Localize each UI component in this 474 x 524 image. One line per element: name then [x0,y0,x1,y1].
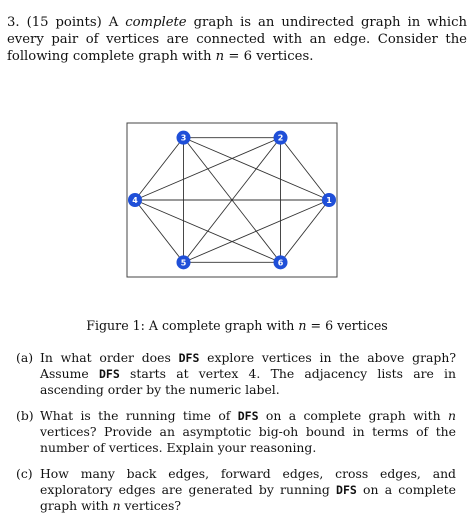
vertex-1: 1 [322,193,336,207]
code-dfs: DFS [178,351,200,365]
edge-1-6 [280,199,330,263]
term-complete: complete [125,15,187,30]
math-var-n: n [298,318,307,333]
part-label: (a) [16,350,34,365]
part-label: (c) [16,466,33,481]
problem-number: 3. [7,15,20,30]
vertex-circle [273,130,288,145]
vertex-label: 1 [326,196,332,205]
figure-frame [126,122,338,278]
part-a: (a) In what order does DFS explore verti… [16,350,456,397]
vertex-circle [322,193,336,207]
vertex-label: 3 [181,134,187,143]
vertex-label: 4 [132,196,138,205]
vertices-layer: 1 2 3 4 5 6 [128,130,336,270]
paper-page: 3. (15 points) A complete graph is an un… [7,15,468,513]
part-c: (c) How many back edges, forward edges, … [16,466,456,513]
problem-statement: 3. (15 points) A complete graph is an un… [7,15,468,64]
vertex-5: 5 [176,255,191,270]
edge-3-4 [134,137,184,201]
code-dfs: DFS [237,409,259,423]
math-var-n: n [447,408,456,423]
edge-3-6 [183,137,281,263]
vertex-label: 6 [278,258,284,267]
edge-4-6 [134,199,281,263]
edge-1-2 [280,137,330,201]
graph-diagram: 1 2 3 4 5 6 [126,122,338,278]
code-dfs: DFS [98,367,120,381]
question-parts: (a) In what order does DFS explore verti… [16,350,456,524]
figure-caption: Figure 1: A complete graph with n = 6 ve… [86,318,388,333]
edges-layer [134,137,330,263]
part-b: (b) What is the running time of DFS on a… [16,408,456,455]
vertex-4: 4 [128,193,142,207]
vertex-circle [176,255,191,270]
vertex-label: 5 [181,258,187,267]
vertex-circle [176,130,191,145]
vertex-2: 2 [273,130,288,145]
code-dfs: DFS [336,483,357,497]
vertex-circle [128,193,142,207]
vertex-6: 6 [273,255,288,270]
vertex-circle [273,255,288,270]
figure-complete-graph: 1 2 3 4 5 6 [126,122,338,278]
problem-points: (15 points) [26,15,102,30]
math-var-n: n [215,49,225,64]
vertex-label: 2 [278,134,284,143]
vertex-3: 3 [176,130,191,145]
part-label: (b) [16,408,34,423]
edge-4-5 [134,199,184,263]
